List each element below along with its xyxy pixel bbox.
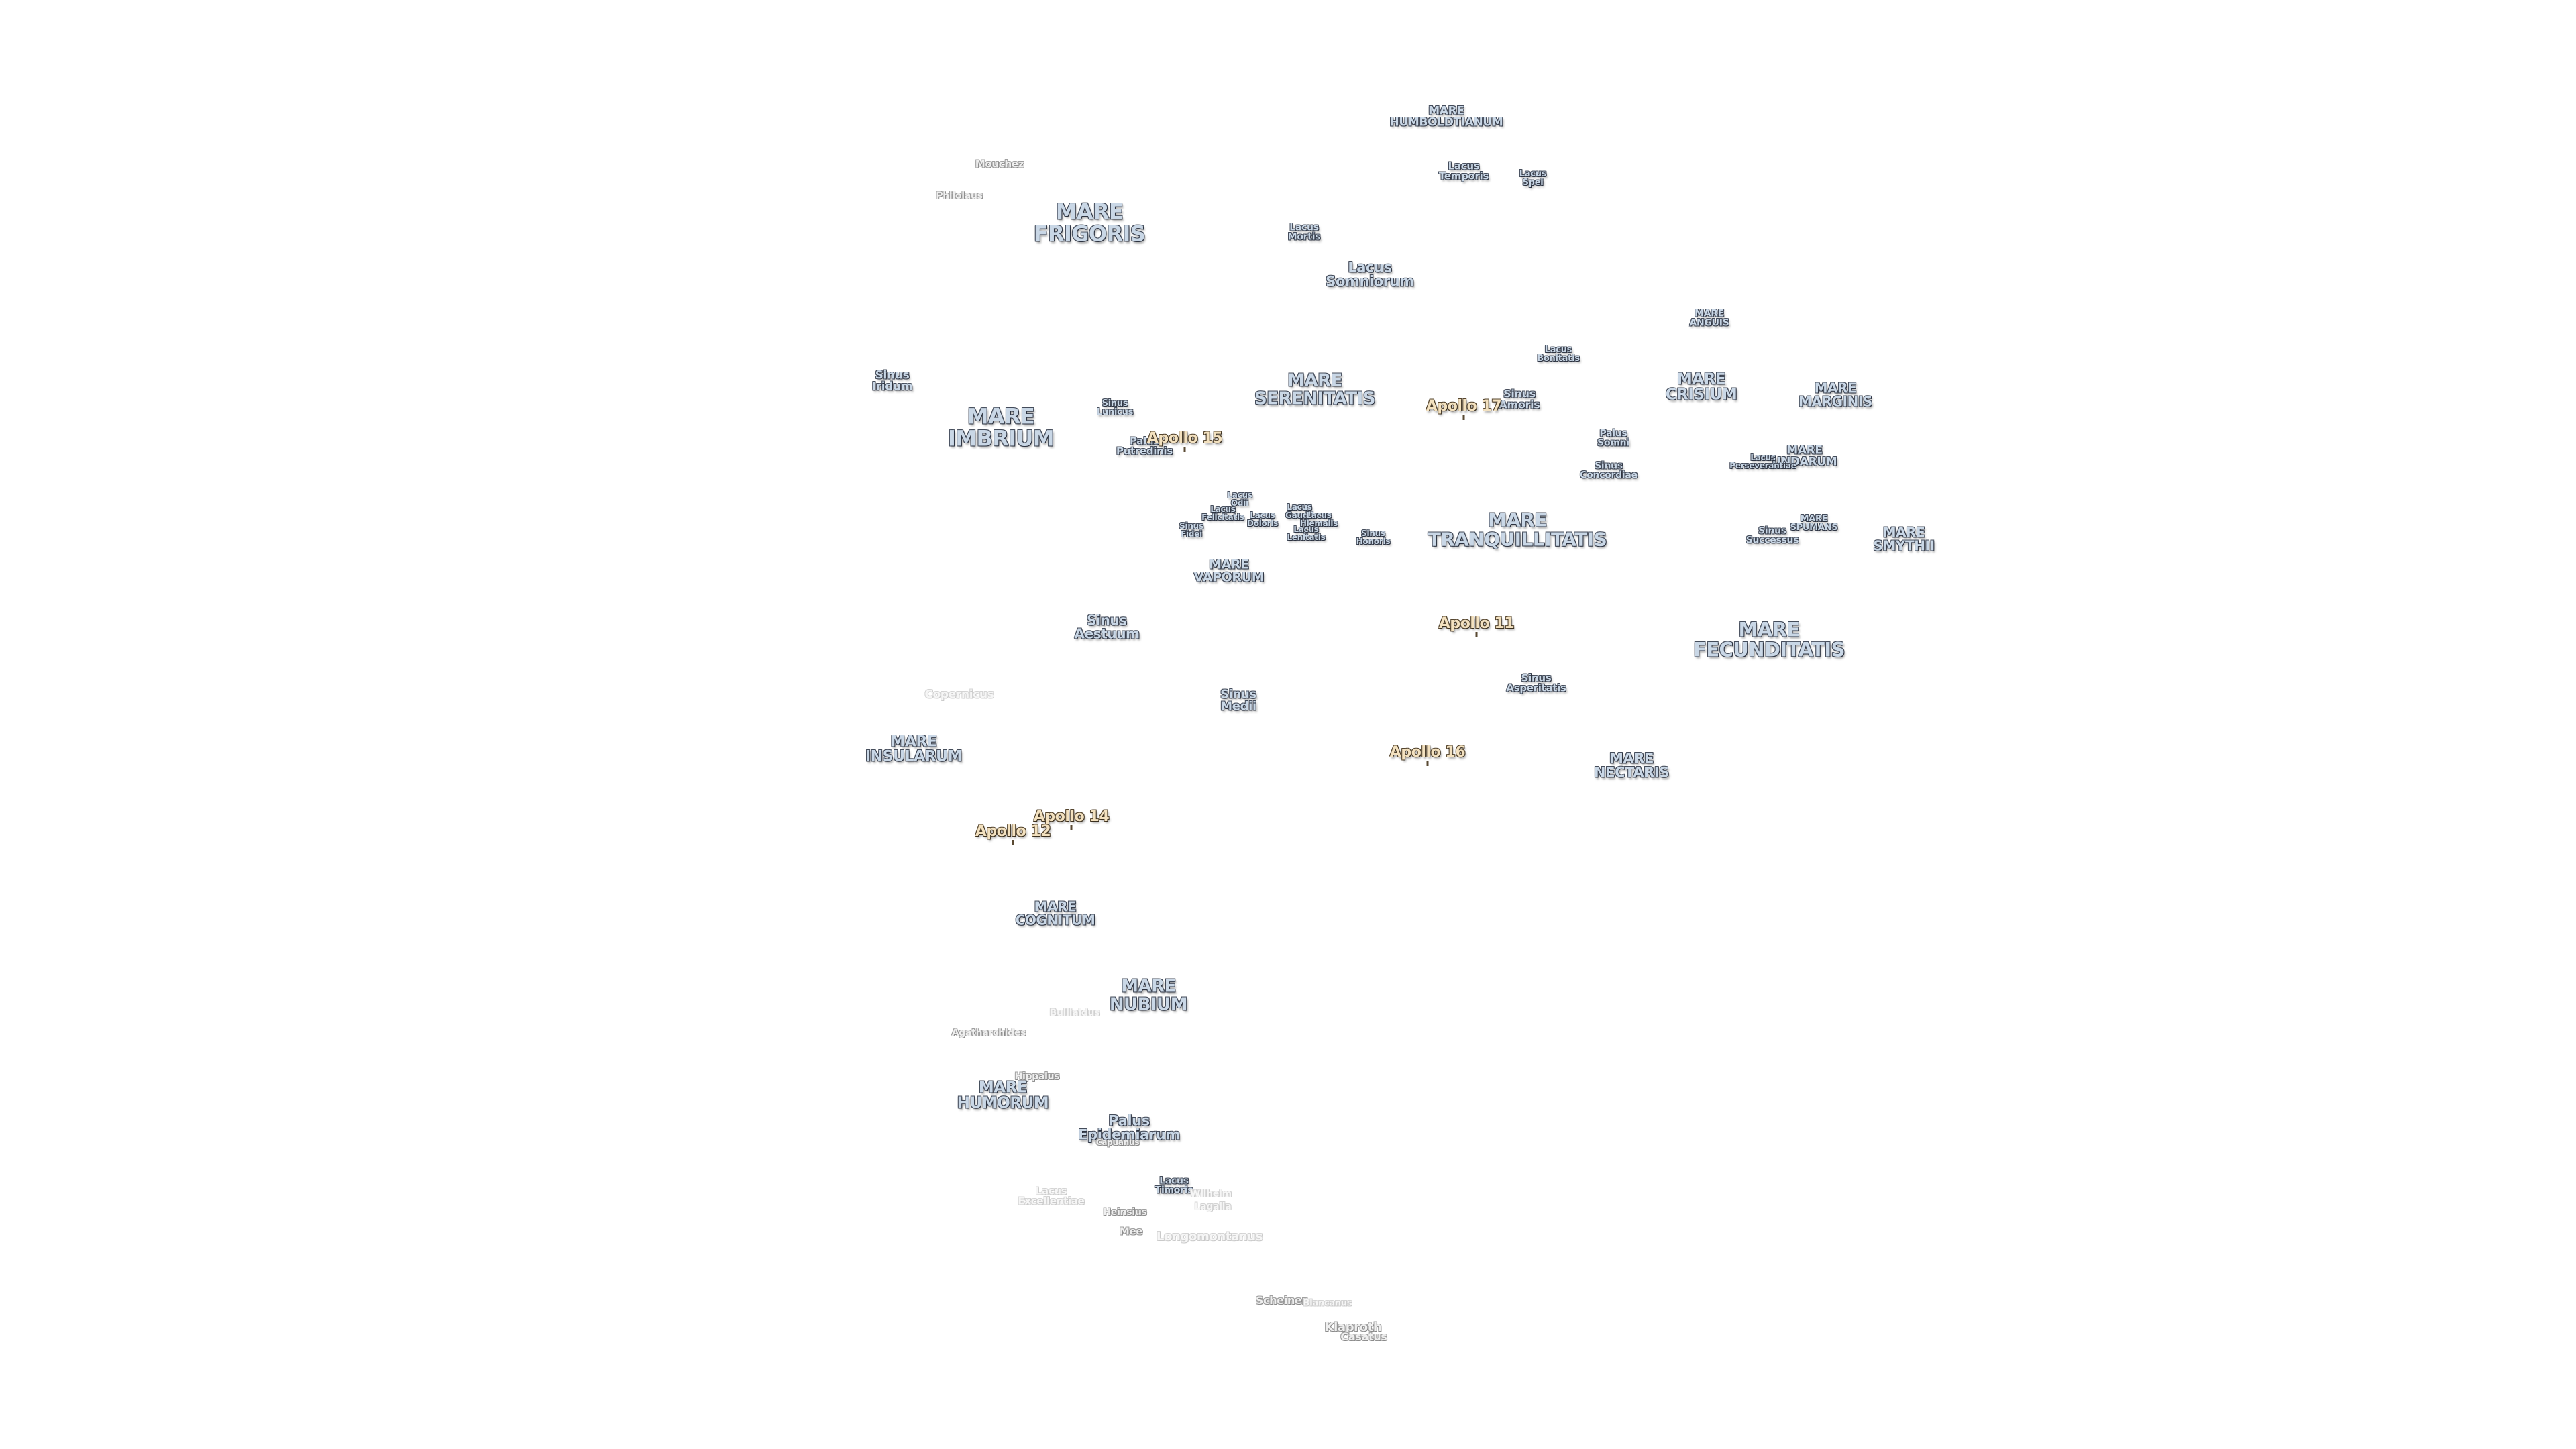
map-label-mare-anguis: MARE ANGUIS [1689, 308, 1729, 329]
map-label-lacus-perseverantiae: Lacus Perseverantiae [1729, 452, 1796, 470]
map-label-bullialdus: Bullialdus [1049, 1007, 1100, 1018]
map-label-mare-tranquillitatis: MARE TRANQUILLITATIS [1428, 508, 1607, 550]
map-label-mare-humorum: MARE HUMORUM [957, 1079, 1049, 1112]
map-label-sinus-fidei: Sinus Fidei [1179, 521, 1203, 539]
map-label-lacus-mortis: Lacus Mortis [1287, 222, 1321, 243]
map-label-mare-frigoris: MARE FRIGORIS [1033, 199, 1146, 246]
map-label-lacus-timoris: Lacus Timoris [1155, 1175, 1193, 1196]
map-label-mouchez: Mouchez [975, 158, 1024, 170]
map-label-lacus-spei: Lacus Spei [1519, 168, 1547, 188]
map-label-sinus-medii: Sinus Medii [1220, 687, 1256, 714]
landing-site-marker [1462, 415, 1465, 421]
map-label-lacus-doloris: Lacus Doloris [1246, 510, 1279, 528]
map-label-apollo-11: Apollo 11 [1438, 614, 1515, 632]
map-label-casatus: Casatus [1340, 1330, 1387, 1343]
map-label-blancanus: Blancanus [1303, 1298, 1352, 1309]
map-label-mare-imbrium: MARE IMBRIUM [947, 403, 1055, 451]
map-label-lacus-lenitatis: Lacus Lenitatis [1287, 524, 1326, 542]
map-label-apollo-14: Apollo 14 [1033, 808, 1110, 825]
map-label-apollo-12: Apollo 12 [975, 822, 1051, 840]
map-label-philolaus: Philolaus [936, 190, 983, 201]
landing-site-marker [1183, 447, 1186, 453]
map-label-sinus-successus: Sinus Successus [1746, 525, 1799, 546]
map-label-apollo-15: Apollo 15 [1146, 429, 1223, 447]
map-label-lacus-felicitatis: Lacus Felicitatis [1201, 504, 1244, 522]
map-label-sinus-aestuum: Sinus Aestuum [1074, 612, 1140, 642]
map-label-sinus-iridum: Sinus Iridum [871, 368, 913, 394]
map-label-lacus-odii: Lacus Odii [1227, 490, 1252, 508]
map-label-copernicus: Copernicus [924, 688, 994, 702]
landing-site-marker [1475, 632, 1478, 638]
map-label-wilhelm: Wilhelm [1190, 1188, 1232, 1199]
map-label-sinus-concordiae: Sinus Concordiae [1580, 460, 1638, 481]
map-label-lacus-bonitatis: Lacus Bonitatis [1537, 344, 1580, 364]
map-label-hippalus: Hippalus [1014, 1071, 1060, 1082]
map-label-mare-marginis: MARE MARGINIS [1798, 380, 1873, 410]
map-label-sinus-amoris: Sinus Amoris [1499, 387, 1540, 411]
map-label-mee: Mee [1119, 1225, 1143, 1238]
map-label-lacus-somniorum: Lacus Somniorum [1326, 259, 1414, 290]
map-label-capuanus: Capuanus [1095, 1137, 1140, 1147]
map-label-lagalla: Lagalla [1194, 1201, 1232, 1212]
map-label-scheiner: Scheiner [1255, 1293, 1307, 1307]
map-label-lacus-hiemalis: Lacus Hiemalis [1299, 510, 1338, 528]
map-label-mare-nubium: MARE NUBIUM [1109, 976, 1188, 1014]
map-label-longomontanus: Longomontanus [1156, 1229, 1263, 1244]
map-label-palus-somni: Palus Somni [1597, 428, 1629, 449]
map-label-mare-vaporum: MARE VAPORUM [1193, 557, 1265, 585]
map-label-heinsius: Heinsius [1103, 1206, 1147, 1218]
map-label-mare-insularum: MARE INSULARUM [865, 733, 963, 765]
map-label-apollo-16: Apollo 16 [1389, 743, 1466, 761]
map-label-agatharchides: Agatharchides [951, 1027, 1026, 1038]
map-label-sinus-honoris: Sinus Honoris [1356, 528, 1391, 546]
map-label-lacus-gaudii: Lacus Gaudii [1285, 502, 1313, 520]
map-label-klaproth: Klaproth [1324, 1320, 1382, 1334]
map-label-lacus-temporis: Lacus Temporis [1438, 160, 1489, 182]
map-label-palus-putredinis: Palus Putredinis [1116, 435, 1173, 458]
map-label-mare-spumans: MARE SPUMANS [1790, 513, 1838, 533]
map-label-mare-smythii: MARE SMYTHII [1873, 524, 1935, 554]
map-label-mare-crisium: MARE CRISIUM [1665, 370, 1737, 404]
landing-site-marker [1426, 761, 1429, 767]
map-label-sinus-lunicus: Sinus Lunicus [1096, 398, 1134, 417]
map-label-mare-undarum: MARE UNDARUM [1772, 443, 1837, 469]
map-label-sinus-asperitatis: Sinus Asperitatis [1506, 672, 1566, 694]
landing-site-marker [1012, 840, 1014, 846]
map-label-mare-cognitum: MARE COGNITUM [1015, 898, 1095, 928]
map-label-mare-nectaris: MARE NECTARIS [1593, 750, 1670, 781]
map-label-lacus-excellentiae: Lacus Excellentiae [1018, 1185, 1085, 1208]
map-label-mare-humboldtianum: MARE HUMBOLDTIANUM [1389, 104, 1503, 129]
map-label-mare-serenitatis: MARE SERENITATIS [1254, 370, 1375, 409]
landing-site-marker [1070, 825, 1073, 831]
map-label-palus-epidemiarum: Palus Epidemiarum [1078, 1112, 1180, 1143]
map-label-mare-fecunditatis: MARE FECUNDITATIS [1693, 618, 1845, 661]
map-label-apollo-17: Apollo 17 [1426, 397, 1502, 415]
